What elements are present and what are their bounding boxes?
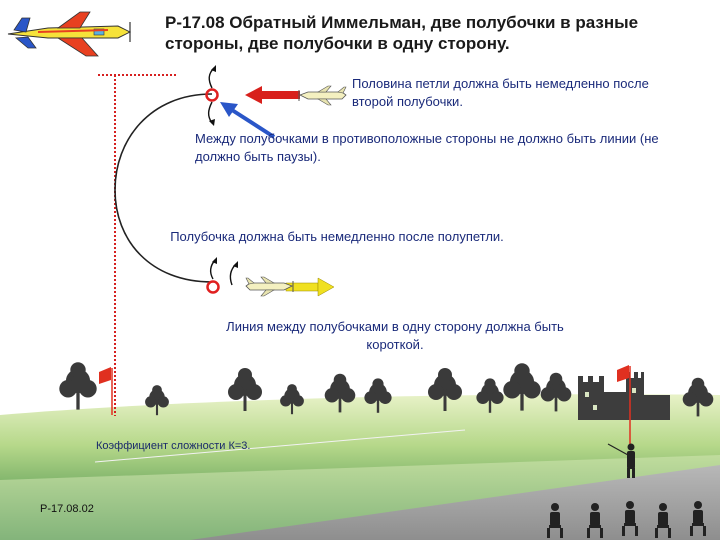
note-no-line-between-rolls: Между полубочками в противоположные стор…: [195, 131, 659, 164]
pilot-icon: [607, 443, 635, 478]
half-loop-path: [114, 93, 213, 283]
tree-icon: [59, 362, 97, 410]
figure-code: Р-17.08.02: [40, 503, 94, 515]
figure-title: Р-17.08 Обратный Иммельман, две полубочк…: [165, 13, 639, 53]
note-roll-after-half-loop: Полубочка должна быть немедленно после п…: [170, 229, 504, 244]
plane-bottom-icon: [245, 276, 294, 297]
roll-arrow-icon: [229, 263, 237, 286]
flag-right-icon: [617, 365, 631, 448]
note-short-line: Линия между полубочками в одну сторону д…: [226, 319, 564, 352]
runway: [190, 465, 720, 540]
roll-point-bottom-icon: [206, 280, 220, 294]
difficulty-coefficient: Коэффициент сложности К=3.: [96, 440, 251, 452]
roll-arrow-down-icon: [207, 101, 213, 124]
roll-arrow-up-icon: [208, 67, 215, 89]
reference-frame: [98, 74, 178, 416]
note-half-loop: Половина петли должна быть немедленно по…: [352, 76, 649, 109]
flag-left-icon: [99, 367, 113, 415]
pointer-arrow-icon: [220, 102, 276, 139]
center-line: [94, 429, 466, 463]
aircraft-logo-icon: [7, 11, 132, 57]
roll-point-top-icon: [205, 88, 219, 102]
plane-top-icon: [298, 85, 347, 106]
entry-arrow-icon: [245, 86, 300, 104]
